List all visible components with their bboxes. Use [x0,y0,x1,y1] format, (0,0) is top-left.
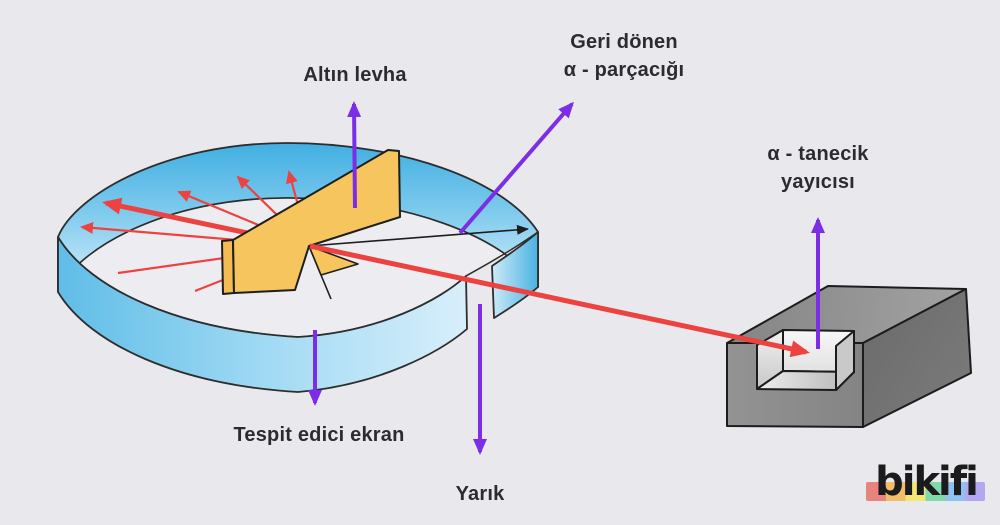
alpha-beam-arrow [309,243,810,358]
label-detector-screen-text: Tespit edici ekran [233,424,405,446]
label-slit-text: Yarık [455,483,505,505]
bikifi-logo: bikifi [863,459,989,514]
label-gold-foil: Altın levha [303,61,406,89]
label-alpha-emitter-line1: α - tanecik [767,143,869,165]
alpha-emitter-box [726,285,972,428]
label-alpha-emitter: α - tanecik yayıcısı [767,140,868,196]
label-arrow-gold-foil [347,101,362,209]
straight-through-trajectory-arrow [308,224,529,247]
label-detector-screen: Tespit edici ekran [233,421,404,449]
gold-foil-notch-face [308,245,359,276]
detector-ring-right-segment [491,231,539,319]
detector-ring-front-band [57,236,468,393]
label-pointer-arrows [308,101,825,455]
label-returning-alpha-line2: α - parçacığı [563,59,685,81]
label-alpha-emitter-line2: yayıcısı [781,171,855,193]
label-gold-foil-text: Altın levha [303,64,407,86]
label-arrow-returning-alpha [458,101,574,235]
label-slit: Yarık [456,480,505,508]
bikifi-logo-text: bikifi [875,459,979,505]
bikifi-logo-stripe [866,482,985,501]
label-returning-alpha-line1: Geri dönen [570,31,678,53]
gold-foil [221,149,401,295]
label-returning-alpha: Geri dönen α - parçacığı [564,28,685,84]
gold-foil-front-face [232,149,401,294]
emitter-cavity-right-wall [835,330,855,391]
